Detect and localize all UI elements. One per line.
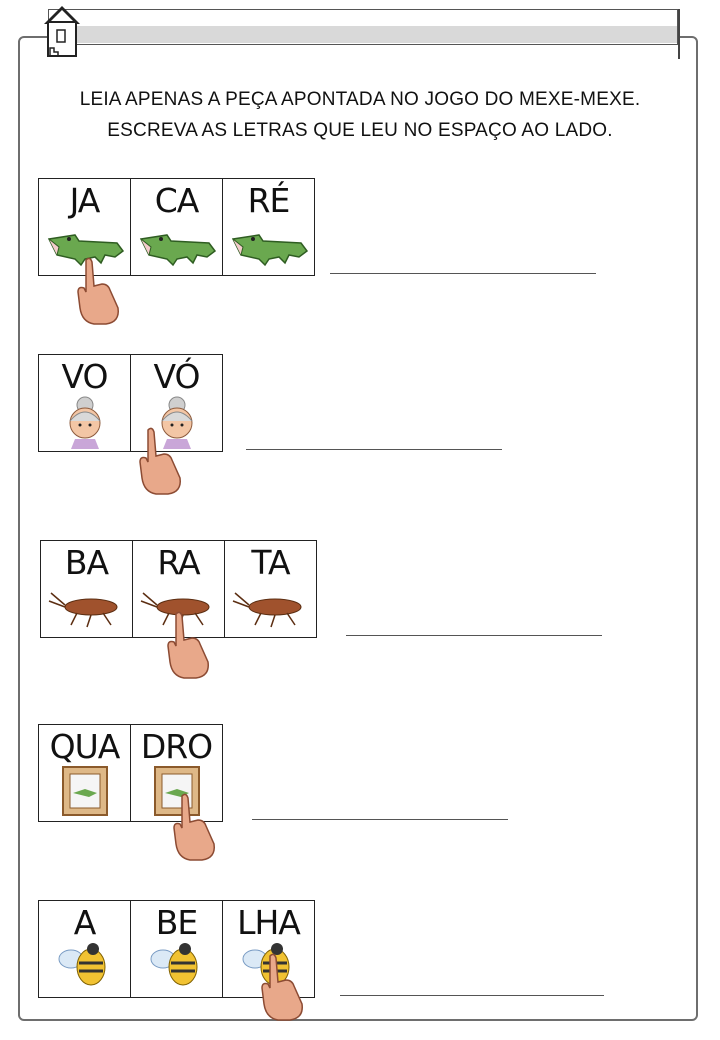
pointing-hand-icon (261, 953, 303, 1021)
syllable: RA (157, 543, 200, 582)
syllable: RÉ (247, 181, 291, 220)
syllable: BA (64, 543, 109, 582)
instruction-line-1: LEIA APENAS A PEÇA APONTADA NO JOGO DO M… (79, 89, 641, 110)
cockroach-icon (48, 592, 118, 628)
exercise-4-tiles: QUA DRO (38, 724, 223, 822)
answer-line-1[interactable] (330, 273, 596, 274)
framed-picture-icon (62, 766, 108, 816)
exercise-2-tiles: VO VÓ (38, 354, 223, 452)
cockroach-icon (232, 592, 302, 628)
pointing-hand-icon (77, 257, 119, 325)
syllable: TA (251, 543, 290, 582)
syllable: A (73, 903, 97, 942)
tile: BA (40, 540, 133, 638)
pointing-hand-icon (173, 793, 215, 861)
bee-icon (58, 943, 106, 986)
house-icon (44, 6, 80, 57)
syllable: BE (155, 903, 199, 942)
tile: DRO (130, 724, 223, 822)
syllable: CA (154, 181, 200, 220)
tile: RÉ (222, 178, 315, 276)
header-rule (678, 9, 680, 59)
pointing-hand-icon (167, 611, 209, 679)
syllable: VÓ (153, 357, 201, 396)
pointing-hand-icon (139, 427, 181, 495)
tile: BE (130, 900, 223, 998)
grandmother-icon (161, 396, 193, 449)
tile: QUA (38, 724, 131, 822)
answer-line-3[interactable] (346, 635, 602, 636)
tile: CA (130, 178, 223, 276)
syllable: DRO (140, 727, 213, 766)
syllable: LHA (237, 903, 301, 942)
tile: VÓ (130, 354, 223, 452)
grandmother-icon (69, 396, 101, 449)
alligator-icon (47, 234, 125, 267)
bee-icon (150, 943, 198, 986)
alligator-icon (231, 234, 309, 267)
syllable: QUA (49, 727, 121, 766)
instructions: LEIA APENAS A PEÇA APONTADA NO JOGO DO M… (30, 84, 690, 146)
tile: VO (38, 354, 131, 452)
tile: TA (224, 540, 317, 638)
answer-line-2[interactable] (246, 449, 502, 450)
exercise-5-tiles: A BE LHA (38, 900, 315, 998)
alligator-icon (139, 234, 217, 267)
header-bar (48, 9, 678, 45)
framed-picture-icon (154, 766, 200, 816)
cockroach-icon (140, 592, 210, 628)
exercise-1-tiles: JA CA RÉ (38, 178, 315, 276)
header-stripe (49, 26, 677, 43)
tile: A (38, 900, 131, 998)
syllable: JA (69, 181, 101, 220)
answer-line-5[interactable] (340, 995, 604, 996)
instruction-line-2: ESCREVA AS LETRAS QUE LEU NO ESPAÇO AO L… (107, 120, 613, 141)
answer-line-4[interactable] (252, 819, 508, 820)
syllable: VO (61, 357, 109, 396)
